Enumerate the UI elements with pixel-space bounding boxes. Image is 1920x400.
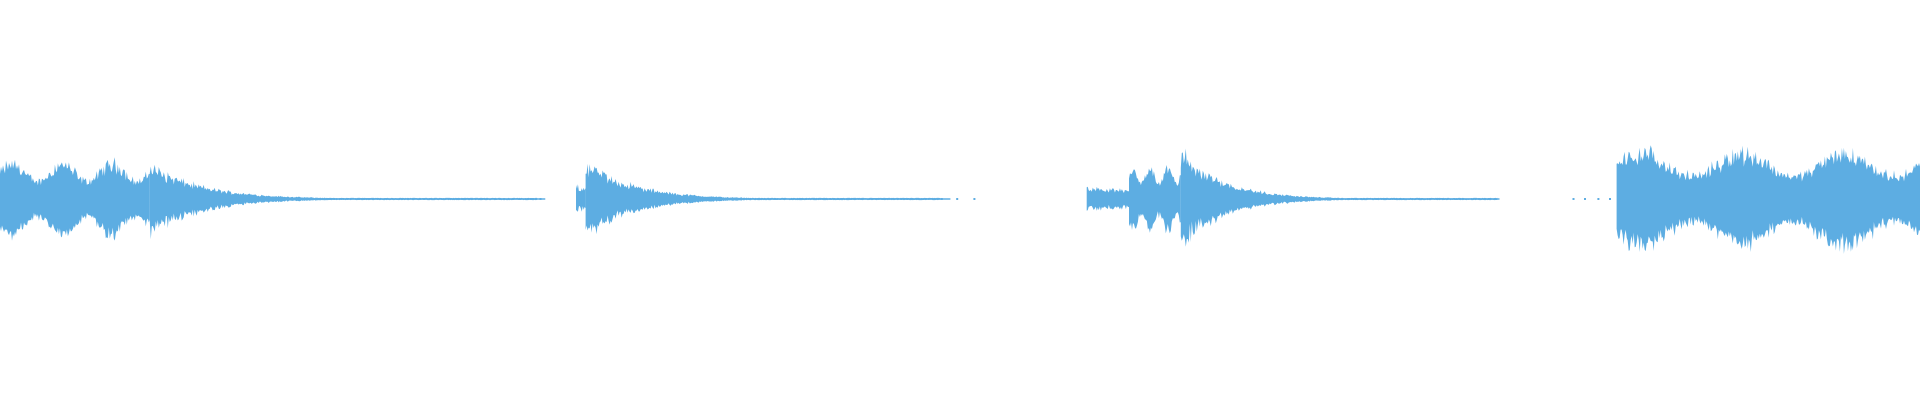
waveform-segment — [1086, 186, 1129, 211]
waveform-segment — [149, 164, 538, 240]
waveform-dot — [539, 198, 542, 200]
waveform-segment — [1129, 165, 1181, 234]
waveform-dot — [1597, 198, 1600, 200]
waveform-dot — [529, 198, 532, 200]
waveform-dot — [940, 198, 943, 200]
waveform-segment — [1180, 148, 1498, 247]
waveform-shape — [0, 145, 1920, 254]
waveform-segment — [585, 163, 941, 235]
waveform-dot — [1488, 198, 1490, 200]
waveform-dot — [973, 198, 976, 200]
waveform-dot — [1584, 198, 1586, 200]
waveform-dot — [1572, 198, 1575, 200]
waveform-segment — [576, 184, 586, 212]
waveform-segment — [0, 157, 150, 241]
waveform-segment — [1616, 145, 1920, 254]
waveform-dot — [1609, 198, 1611, 200]
waveform-dot — [956, 198, 959, 200]
